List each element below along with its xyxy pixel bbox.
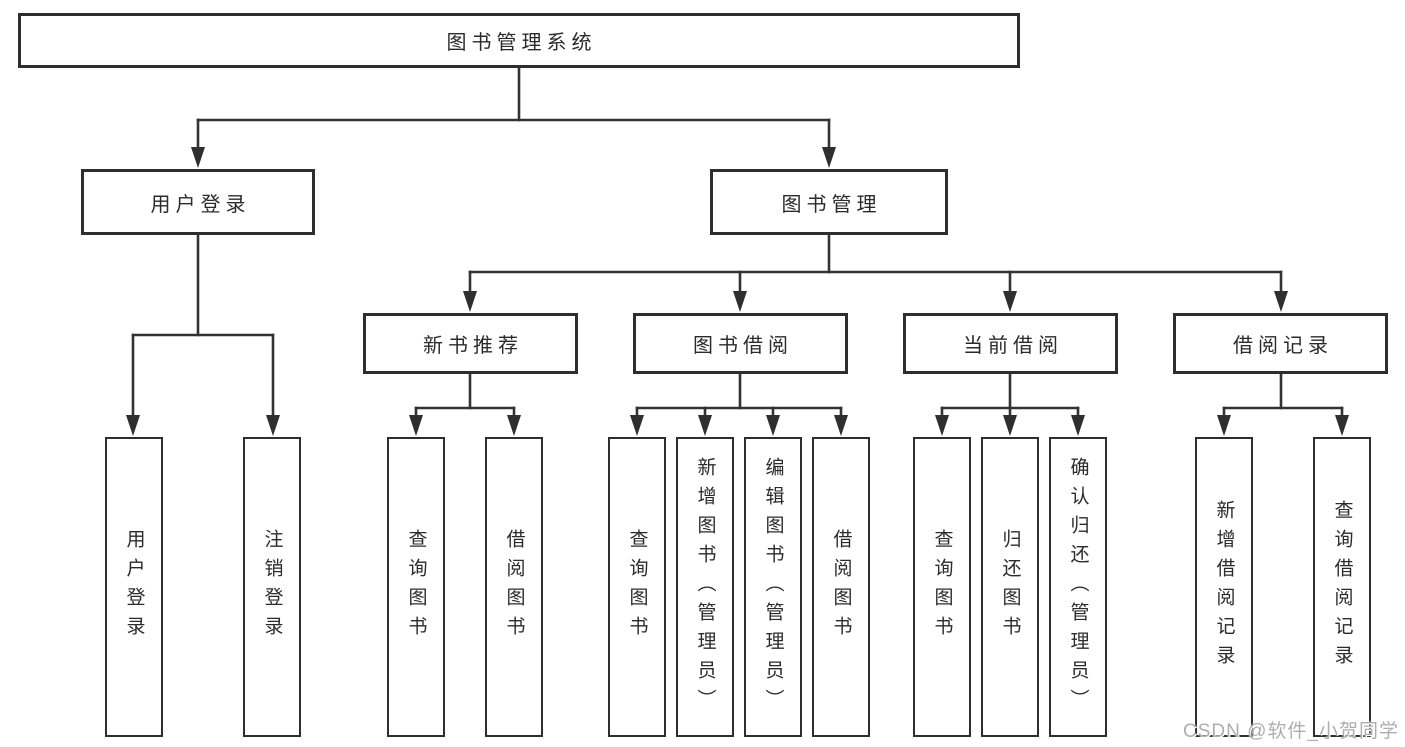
leaf-current-return-books-label: 归还图书	[999, 529, 1021, 645]
connector-userlogin-to-leaves	[126, 233, 280, 436]
leaf-records-add-record: 新增借阅记录	[1195, 437, 1253, 737]
leaf-borrow-add-books-admin-label: 新增图书（管理员）	[694, 456, 716, 718]
leaf-recommend-query-books-label: 查询图书	[405, 529, 427, 645]
node-book-borrow: 图书借阅	[633, 313, 848, 374]
leaf-records-add-record-label: 新增借阅记录	[1213, 500, 1235, 674]
leaf-current-return-books: 归还图书	[981, 437, 1039, 737]
leaf-user-login-label: 用户登录	[123, 529, 145, 645]
connector-root-to-level2	[191, 66, 836, 168]
leaf-logout-label: 注销登录	[261, 529, 283, 645]
leaf-borrow-borrow-books: 借阅图书	[812, 437, 870, 737]
node-book-management-label: 图书管理	[781, 193, 882, 216]
leaf-logout: 注销登录	[243, 437, 301, 737]
leaf-borrow-edit-books-admin-label: 编辑图书（管理员）	[762, 456, 784, 718]
node-current-borrow: 当前借阅	[903, 313, 1118, 374]
leaf-current-query-books: 查询图书	[913, 437, 971, 737]
leaf-user-login: 用户登录	[105, 437, 163, 737]
connector-newbook-to-leaves	[409, 372, 521, 436]
leaf-recommend-borrow-books: 借阅图书	[485, 437, 543, 737]
node-borrow-records: 借阅记录	[1173, 313, 1388, 374]
node-user-login: 用户登录	[81, 169, 315, 235]
leaf-records-query-record-label: 查询借阅记录	[1331, 500, 1353, 674]
node-book-management: 图书管理	[710, 169, 948, 235]
node-new-book-recommend-label: 新书推荐	[423, 335, 523, 357]
leaf-borrow-borrow-books-label: 借阅图书	[830, 529, 852, 645]
leaf-borrow-add-books-admin: 新增图书（管理员）	[676, 437, 734, 737]
leaf-records-query-record: 查询借阅记录	[1313, 437, 1371, 737]
leaf-borrow-edit-books-admin: 编辑图书（管理员）	[744, 437, 802, 737]
node-user-login-label: 用户登录	[150, 193, 251, 216]
leaf-recommend-query-books: 查询图书	[387, 437, 445, 737]
leaf-current-confirm-return-admin: 确认归还（管理员）	[1049, 437, 1107, 737]
leaf-borrow-query-books-label: 查询图书	[626, 529, 648, 645]
node-book-borrow-label: 图书借阅	[693, 335, 793, 357]
leaf-current-confirm-return-admin-label: 确认归还（管理员）	[1067, 456, 1089, 718]
node-new-book-recommend: 新书推荐	[363, 313, 578, 374]
leaf-current-query-books-label: 查询图书	[931, 529, 953, 645]
node-borrow-records-label: 借阅记录	[1233, 335, 1333, 357]
connector-bookmgmt-to-level3	[463, 231, 1288, 312]
node-root-label: 图书管理系统	[446, 32, 597, 54]
leaf-borrow-query-books: 查询图书	[608, 437, 666, 737]
node-current-borrow-label: 当前借阅	[963, 335, 1063, 357]
connector-records-to-leaves	[1217, 372, 1349, 436]
csdn-watermark: CSDN @软件_小贺同学	[1183, 721, 1399, 742]
leaf-recommend-borrow-books-label: 借阅图书	[503, 529, 525, 645]
connector-currentborrow-to-leaves	[935, 372, 1085, 436]
node-root: 图书管理系统	[18, 13, 1020, 68]
connector-bookborrow-to-leaves	[630, 372, 848, 436]
